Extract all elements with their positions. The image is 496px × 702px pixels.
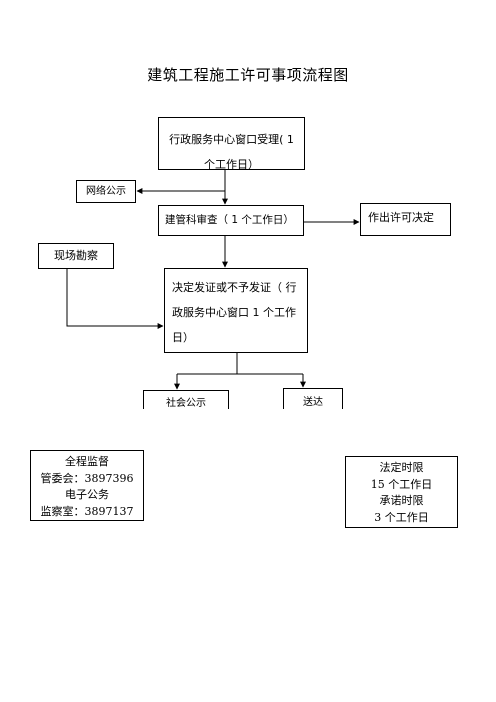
node-publicity-label: 社会公示 [166,398,206,409]
node-issue-decision: 决定发证或不予发证（ 行 政服务中心窗口 1 个工作 日） [164,268,308,353]
node-window-accept-line1: 行政服务中心窗口受理( 1 [169,133,294,146]
time-limits-line1: 法定时限 [379,461,424,474]
node-window-accept: 行政服务中心窗口受理( 1 个工作日） [158,117,305,171]
time-limits-box: 法定时限 15 个工作日 承诺时限 3 个工作日 [345,456,458,528]
node-review: 建管科审查（ 1 个工作日） [158,205,304,236]
supervision-line3: 监察室：3897137 [40,504,134,518]
node-window-accept-line2: 个工作日） [204,158,259,171]
node-delivery-label: 送达 [303,397,323,408]
supervision-line2: 电子公务 [65,488,109,501]
node-issue-decision-line1: 决定发证或不予发证（ 行 [172,281,297,294]
time-limits-line3: 承诺时限 [379,494,424,507]
supervision-box: 全程监督 管委会：3897396 电子公务 监察室：3897137 [30,450,144,521]
node-issue-decision-line2: 政服务中心窗口 1 个工作 [172,306,296,319]
node-delivery: 送达 [283,388,343,409]
node-permit-decision: 作出许可决定 [360,203,451,236]
node-site-survey-label: 现场勘察 [54,249,98,262]
node-online-publicity-label: 网络公示 [86,186,126,197]
supervision-line1: 管委会：3897396 [40,471,134,485]
node-site-survey: 现场勘察 [38,243,114,269]
node-review-label: 建管科审查（ 1 个工作日） [165,214,294,226]
node-publicity: 社会公示 [143,390,229,409]
node-issue-decision-line3: 日） [172,331,194,344]
page-title: 建筑工程施工许可事项流程图 [147,66,349,84]
time-limits-line2: 15 个工作日 [370,477,433,491]
node-online-publicity: 网络公示 [76,180,136,203]
supervision-heading: 全程监督 [65,455,109,468]
node-permit-decision-label: 作出许可决定 [368,211,434,224]
arrow-survey-to-issue [66,268,164,329]
time-limits-line4: 3 个工作日 [374,510,429,524]
